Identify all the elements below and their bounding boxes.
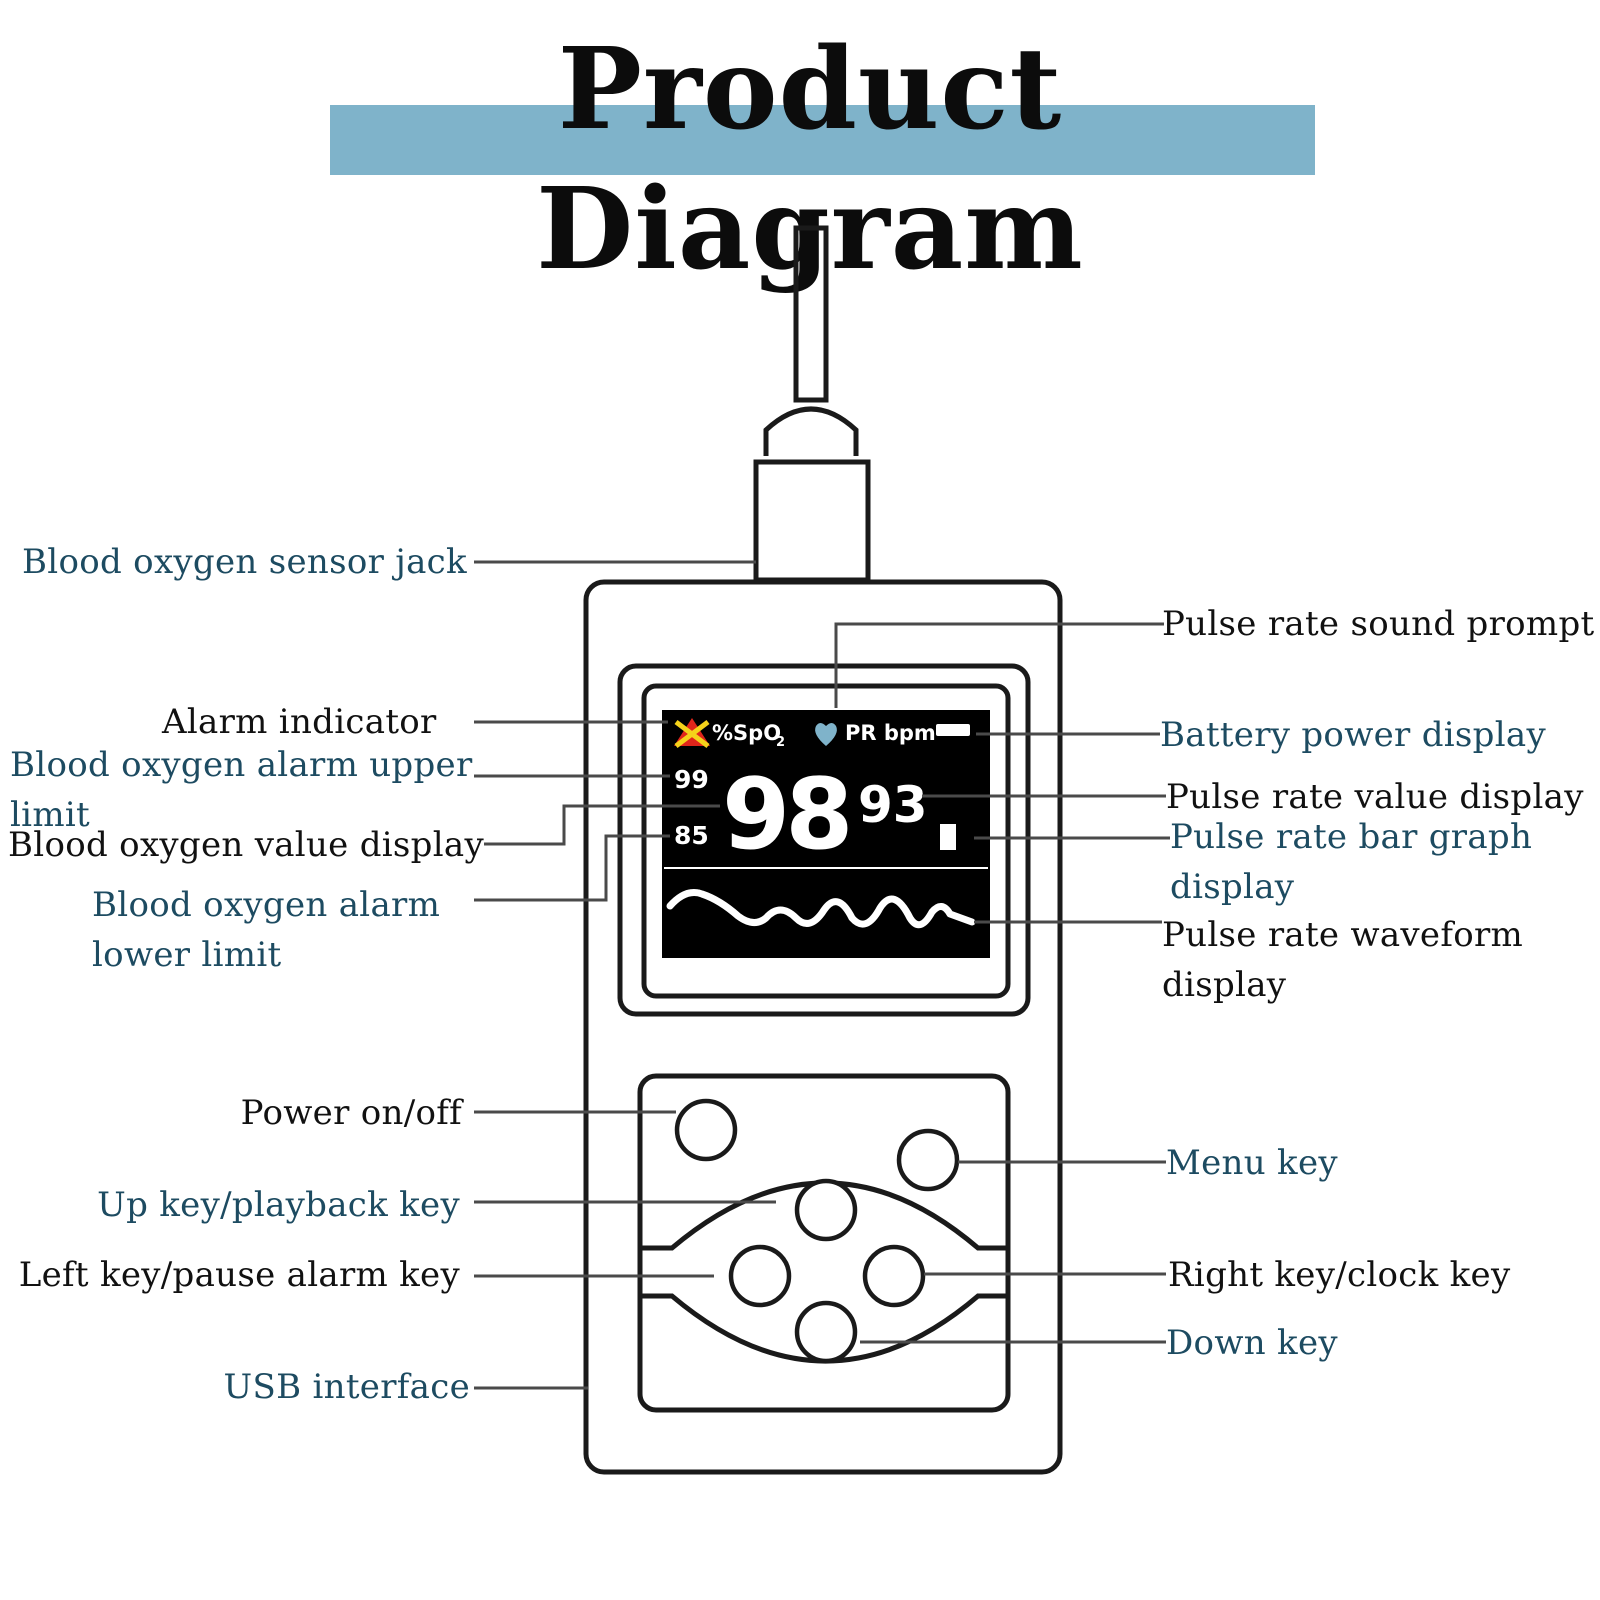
battery-icon (936, 724, 970, 736)
pulse-waveform (666, 889, 976, 929)
label-down-key: Down key (1166, 1323, 1338, 1363)
device-body (583, 579, 1063, 1475)
pr-value: 93 (858, 776, 928, 834)
heart-icon (815, 723, 837, 746)
label-battery: Battery power display (1160, 715, 1546, 755)
screen-outer-bezel (617, 663, 1031, 1017)
label-sensor-jack: Blood oxygen sensor jack (22, 542, 467, 582)
screen-inner-bezel (641, 683, 1011, 999)
spo2-value: 98 (722, 758, 848, 872)
spo2-upper-limit: 99 (674, 765, 709, 794)
label-alarm-upper: Blood oxygen alarm upper limit (10, 745, 473, 835)
page-title: Product Diagram (536, 24, 1084, 295)
up-button[interactable] (794, 1178, 858, 1242)
leader-spo2-value (484, 804, 720, 846)
label-bar-graph: Pulse rate bar graph display (1170, 817, 1533, 907)
label-left-key: Left key/pause alarm key (18, 1255, 460, 1295)
spo2-unit-label: %SpO (712, 721, 781, 745)
display-screen (662, 710, 990, 958)
label-waveform: Pulse rate waveform display (1162, 915, 1524, 1005)
down-button[interactable] (794, 1300, 858, 1364)
leader-alarm-lower (474, 834, 670, 902)
label-alarm-indicator: Alarm indicator (162, 702, 437, 742)
title-highlight-band (330, 105, 1315, 175)
title-block: Product Diagram (300, 20, 1320, 295)
menu-button[interactable] (896, 1128, 960, 1192)
label-pr-value-display: Pulse rate value display (1166, 777, 1584, 817)
leader-sound-prompt (834, 622, 1164, 708)
label-power: Power on/off (240, 1093, 462, 1133)
label-up-key: Up key/playback key (97, 1185, 460, 1225)
sensor-plug-cap (763, 406, 859, 456)
label-usb: USB interface (223, 1367, 470, 1407)
keypad-panel (637, 1073, 1011, 1413)
label-right-key: Right key/clock key (1168, 1255, 1511, 1295)
label-spo2-value-display: Blood oxygen value display (8, 825, 484, 865)
alarm-icon (674, 718, 710, 748)
left-button[interactable] (728, 1244, 792, 1308)
label-menu-key: Menu key (1166, 1143, 1338, 1183)
right-button[interactable] (862, 1244, 926, 1308)
pr-unit-label: PR bpm (845, 721, 936, 745)
pulse-bar-graph (940, 824, 956, 850)
spo2-lower-limit: 85 (674, 821, 709, 850)
power-button[interactable] (674, 1098, 738, 1162)
spo2-unit-subscript: 2 (776, 735, 785, 750)
label-sound-prompt: Pulse rate sound prompt (1162, 604, 1595, 644)
sensor-jack (753, 459, 871, 583)
label-alarm-lower: Blood oxygen alarm lower limit (92, 885, 441, 975)
sensor-cable (793, 225, 829, 403)
